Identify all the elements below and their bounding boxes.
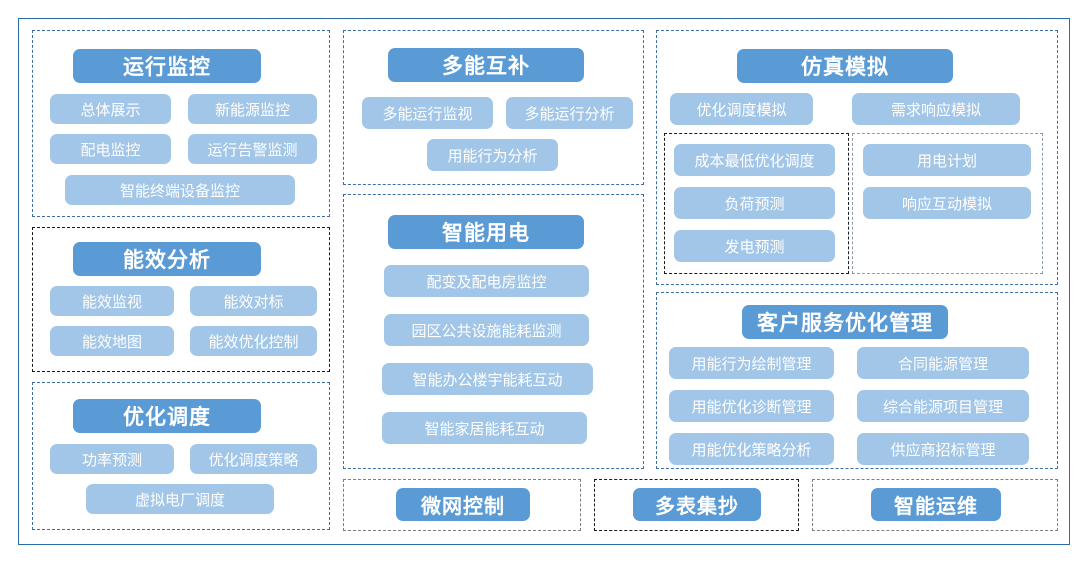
item-zhineng-jiaju-nenghao-hudong[interactable]: 智能家居能耗互动: [382, 412, 587, 444]
item-chengben-zuidi-youhua-diaodu[interactable]: 成本最低优化调度: [674, 144, 835, 176]
item-youhua-diaodu-moni[interactable]: 优化调度模拟: [670, 93, 813, 125]
group-title-duoneng-hubu[interactable]: 多能互补: [388, 48, 584, 82]
item-yuanqu-gonggong-sheshi-nenghao-jiance[interactable]: 园区公共设施能耗监测: [384, 314, 589, 346]
group-title-yunxing-jiankong[interactable]: 运行监控: [73, 49, 261, 83]
item-yongneng-xingwei-huizhi-guanli[interactable]: 用能行为绘制管理: [669, 347, 834, 379]
item-nengxiao-duibiao[interactable]: 能效对标: [190, 286, 317, 316]
group-nengxiao-fenxi[interactable]: 能效分析 能效监视 能效对标 能效地图 能效优化控制: [32, 227, 330, 372]
group-title-nengxiao-fenxi[interactable]: 能效分析: [73, 242, 261, 276]
item-xuqiu-xiangying-moni[interactable]: 需求响应模拟: [852, 93, 1020, 125]
item-peibian-ji-peidianfang-jiankong[interactable]: 配变及配电房监控: [384, 265, 589, 297]
item-xuni-dianchang-diaodu[interactable]: 虚拟电厂调度: [86, 484, 274, 514]
item-xinnengyuan-jiankong[interactable]: 新能源监控: [188, 94, 317, 124]
group-title-zhineng-yunwei[interactable]: 智能运维: [871, 488, 1001, 521]
group-zhineng-yongdian[interactable]: 智能用电 配变及配电房监控 园区公共设施能耗监测 智能办公楼宇能耗互动 智能家居…: [343, 194, 644, 469]
item-gonglv-yuce[interactable]: 功率预测: [50, 444, 174, 474]
item-duoneng-yunxing-fenxi[interactable]: 多能运行分析: [506, 97, 633, 129]
subgroup-fangzhen-left[interactable]: 成本最低优化调度 负荷预测 发电预测: [664, 133, 849, 274]
item-xiangying-hudong-moni[interactable]: 响应互动模拟: [863, 187, 1031, 219]
item-nengxiao-youhua-kongzhi[interactable]: 能效优化控制: [190, 326, 317, 356]
item-peidian-jiankong[interactable]: 配电监控: [50, 134, 171, 164]
item-zongti-zhanshi[interactable]: 总体展示: [50, 94, 171, 124]
item-duoneng-yunxing-jianshi[interactable]: 多能运行监视: [362, 97, 493, 129]
group-zhineng-yunwei[interactable]: 智能运维: [812, 479, 1058, 531]
group-title-kehu-fuwu-youhua-guanli[interactable]: 客户服务优化管理: [742, 305, 948, 339]
group-fangzhen-moni[interactable]: 仿真模拟 优化调度模拟 需求响应模拟 成本最低优化调度 负荷预测 发电预测 用电…: [656, 30, 1058, 285]
item-fuhe-yuce[interactable]: 负荷预测: [674, 187, 835, 219]
group-title-fangzhen-moni[interactable]: 仿真模拟: [737, 49, 953, 83]
item-zhineng-zhongduan-shebei-jiankong[interactable]: 智能终端设备监控: [65, 175, 295, 205]
group-kehu-fuwu-youhua-guanli[interactable]: 客户服务优化管理 用能行为绘制管理 合同能源管理 用能优化诊断管理 综合能源项目…: [656, 292, 1058, 469]
subgroup-fangzhen-right[interactable]: 用电计划 响应互动模拟: [852, 133, 1043, 274]
item-yunxing-gaojing-jiance[interactable]: 运行告警监测: [188, 134, 317, 164]
group-title-weiwang-kongzhi[interactable]: 微网控制: [396, 488, 530, 521]
item-yongneng-youhua-celve-fenxi[interactable]: 用能优化策略分析: [669, 433, 834, 465]
item-hetong-nengyuan-guanli[interactable]: 合同能源管理: [857, 347, 1029, 379]
item-yongdian-jihua[interactable]: 用电计划: [863, 144, 1031, 176]
item-zonghe-nengyuan-xiangmu-guanli[interactable]: 综合能源项目管理: [857, 390, 1029, 422]
item-yongneng-youhua-zhenduan-guanli[interactable]: 用能优化诊断管理: [669, 390, 834, 422]
item-nengxiao-jianshi[interactable]: 能效监视: [50, 286, 174, 316]
group-duobiao-jichao[interactable]: 多表集抄: [594, 479, 799, 531]
item-youhua-diaodu-celve[interactable]: 优化调度策略: [190, 444, 317, 474]
group-weiwang-kongzhi[interactable]: 微网控制: [343, 479, 581, 531]
group-title-zhineng-yongdian[interactable]: 智能用电: [388, 215, 584, 249]
item-gongyingshang-zhaobiao-guanli[interactable]: 供应商招标管理: [857, 433, 1029, 465]
item-fadian-yuce[interactable]: 发电预测: [674, 230, 835, 262]
item-zhineng-bangong-louyu-nenghao-hudong[interactable]: 智能办公楼宇能耗互动: [382, 363, 593, 395]
group-title-duobiao-jichao[interactable]: 多表集抄: [633, 488, 761, 521]
item-yongneng-xingwei-fenxi[interactable]: 用能行为分析: [427, 139, 558, 171]
group-title-youhua-diaodu[interactable]: 优化调度: [73, 399, 261, 433]
item-nengxiao-ditu[interactable]: 能效地图: [50, 326, 174, 356]
group-duoneng-hubu[interactable]: 多能互补 多能运行监视 多能运行分析 用能行为分析: [343, 30, 644, 185]
group-youhua-diaodu[interactable]: 优化调度 功率预测 优化调度策略 虚拟电厂调度: [32, 382, 330, 530]
group-yunxing-jiankong[interactable]: 运行监控 总体展示 新能源监控 配电监控 运行告警监测 智能终端设备监控: [32, 30, 330, 217]
